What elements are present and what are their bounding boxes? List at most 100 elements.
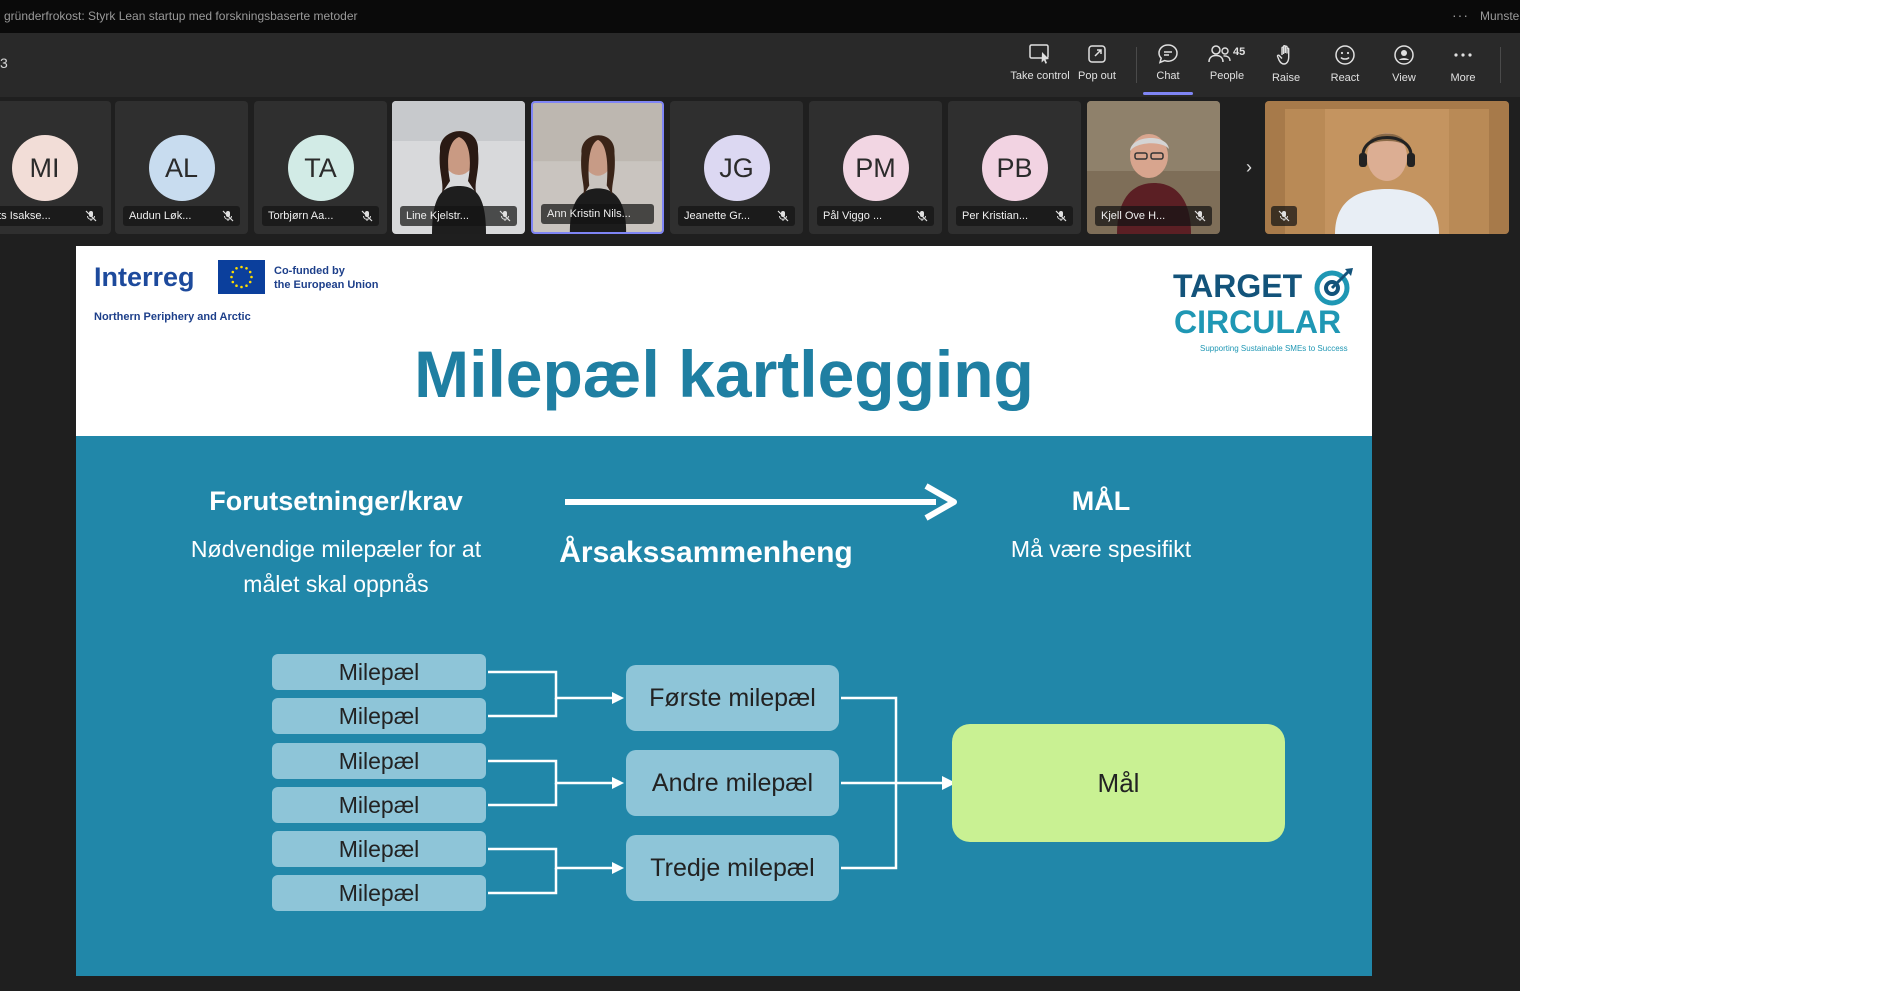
participant-tile[interactable]: PM Pål Viggo ... [809,101,942,234]
mic-muted-icon [1055,210,1067,222]
connector-line [841,696,946,785]
interreg-logo-text: Interreg [94,262,195,292]
self-mic-muted[interactable] [1271,206,1297,226]
react-label: React [1330,72,1360,84]
toolbar-separator [1136,47,1137,83]
middle-label: Årsakssammenheng [559,536,853,569]
pop-out-button[interactable]: Pop out [1067,43,1127,93]
teams-meeting-window: gründerfrokost: Styrk Lean startup med f… [0,0,1520,991]
toolbar-separator [1500,47,1501,83]
title-right-text: Munste [1480,9,1520,23]
left-heading: Forutsetninger/krav [209,486,463,516]
milestone-box: Milepæl [272,875,486,911]
pop-out-label: Pop out [1078,70,1116,82]
more-icon [1454,53,1472,57]
connector-line [488,759,616,785]
chevron-right-icon[interactable]: › [1246,157,1252,177]
arrowhead-icon [612,692,624,704]
participant-tile-video[interactable]: Kjell Ove H... [1087,101,1220,234]
participant-name-text: Line Kjelstr... [406,210,469,222]
mic-muted-icon [777,210,789,222]
participant-tile[interactable]: MI ats Isakse... [0,101,111,234]
milestone-box: Milepæl [272,654,486,690]
mic-muted-icon [1278,210,1290,222]
participant-name: Per Kristian... [956,206,1073,226]
milestone-box: Milepæl [272,831,486,867]
eu-flag-icon [218,260,265,294]
flow-connectors [488,483,957,895]
avatar: MI [11,135,78,201]
left-subtext: Nødvendige milepæler for at målet skal o… [166,532,506,602]
take-control-icon [1029,44,1049,64]
react-button[interactable]: React [1315,43,1375,93]
chat-button[interactable]: Chat [1138,43,1198,93]
participant-name-text: Audun Løk... [129,210,192,222]
participant-strip: MI ats Isakse... AL Audun Løk... TA Torb… [0,97,1520,242]
participant-name-text: ats Isakse... [0,210,51,222]
shared-presentation-slide: Interreg Co-funded by the European Union… [76,246,1372,976]
npa-text: Northern Periphery and Arctic [94,311,251,323]
participant-name: Jeanette Gr... [678,206,795,226]
big-arrow-icon [565,483,957,521]
second-milestone-box: Andre milepæl [626,750,839,816]
mic-muted-icon [361,210,373,222]
avatar: TA [287,135,354,201]
connector-line [488,783,558,807]
eu-stars-icon [230,265,253,289]
smiley-icon [1335,45,1355,65]
view-button[interactable]: View [1374,43,1434,93]
meeting-toolbar: 3 Take control Pop out Chat 45 People Ra… [0,33,1520,97]
right-subtext: Må være spesifikt [1010,536,1192,562]
title-bar: gründerfrokost: Styrk Lean startup med f… [0,0,1520,33]
avatar: PB [981,135,1048,201]
chat-label: Chat [1156,70,1180,82]
left-subtext-line2: målet skal oppnås [243,571,429,597]
participant-name: Kjell Ove H... [1095,206,1212,226]
milestone-box: Milepæl [272,787,486,823]
connector-line [841,783,898,870]
brand-tagline: Supporting Sustainable SMEs to Success [1200,344,1348,353]
raise-label: Raise [1271,72,1301,84]
meeting-title: gründerfrokost: Styrk Lean startup med f… [4,9,358,23]
cofunded-text: Co-funded by the European Union [274,264,379,292]
participant-tile[interactable]: AL Audun Løk... [115,101,248,234]
raise-hand-button[interactable]: Raise [1256,43,1316,93]
mic-muted-icon [85,210,97,222]
people-label: People [1209,70,1245,82]
goal-box: Mål [952,724,1285,842]
participant-name: Line Kjelstr... [400,206,517,226]
cofunded-line1: Co-funded by [274,265,345,277]
participant-name-text: Jeanette Gr... [684,210,751,222]
people-button[interactable]: 45 People [1197,43,1257,93]
milestone-box: Milepæl [272,743,486,779]
people-icon [1208,45,1231,63]
participant-tile-video[interactable]: Ann Kristin Nils... [531,101,664,234]
target-logo-icon [1314,268,1353,306]
mic-muted-icon [499,210,511,222]
connector-line [488,847,616,870]
title-more-icon[interactable]: ··· [1452,7,1469,23]
first-milestone-box: Første milepæl [626,665,839,731]
participant-tile[interactable]: JG Jeanette Gr... [670,101,803,234]
take-control-button[interactable]: Take control [1004,43,1076,93]
more-label: More [1450,72,1476,84]
participant-tile[interactable]: PB Per Kristian... [948,101,1081,234]
arrowhead-icon [612,862,624,874]
avatar: PM [842,135,909,201]
milestone-box: Milepæl [272,698,486,734]
self-video-tile[interactable] [1265,101,1509,234]
participant-tile[interactable]: TA Torbjørn Aa... [254,101,387,234]
participant-name: Pål Viggo ... [817,206,934,226]
chat-active-indicator [1143,92,1193,95]
participant-name: Ann Kristin Nils... [541,204,654,224]
arrowhead-icon [942,776,956,790]
participant-tile-video[interactable]: Line Kjelstr... [392,101,525,234]
view-label: View [1392,72,1416,84]
pop-out-icon [1088,45,1106,63]
mic-muted-icon [916,210,928,222]
self-video [1265,101,1509,234]
participant-name-text: Pål Viggo ... [823,210,883,222]
more-button[interactable]: More [1433,43,1493,93]
raise-hand-icon [1276,44,1290,65]
participant-name: Torbjørn Aa... [262,206,379,226]
